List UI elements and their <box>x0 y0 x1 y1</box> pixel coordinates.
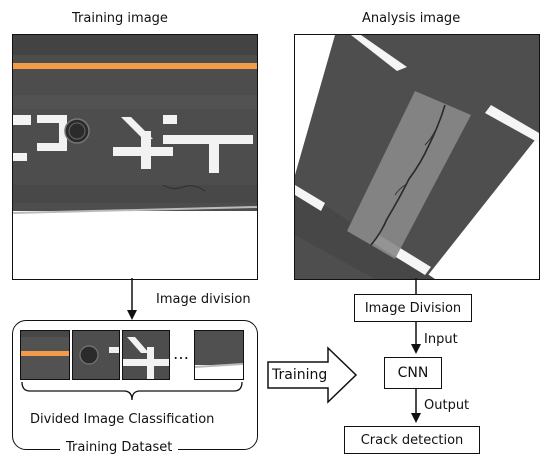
sealed-crack-band <box>347 91 471 259</box>
divided-image-classification-label: Divided Image Classification <box>30 412 215 427</box>
training-road-illustration <box>13 35 257 279</box>
crack-detection-box: Crack detection <box>344 426 480 454</box>
tiles-bracket <box>21 381 243 401</box>
crack-line <box>370 104 446 246</box>
image-division-step-label: Image division <box>156 292 251 307</box>
image-division-box: Image Division <box>354 294 472 322</box>
divided-tile-last <box>194 330 244 380</box>
road-marking-right <box>113 115 253 173</box>
road-edge <box>13 211 257 279</box>
training-image-photo <box>12 34 258 280</box>
output-arrow <box>411 389 421 423</box>
analysis-image-photo <box>294 34 540 280</box>
training-dataset-label: Training Dataset <box>60 441 179 454</box>
orange-lane-line <box>13 63 257 69</box>
training-image-title: Training image <box>72 11 168 26</box>
training-arrow-label: Training <box>272 367 328 383</box>
analysis-road-illustration <box>295 35 539 279</box>
edge-marking-top <box>351 35 407 71</box>
training-arrow <box>267 346 358 404</box>
analysis-to-division-connector <box>415 278 417 294</box>
image-division-arrow <box>127 278 137 320</box>
tile-ellipsis: … <box>173 344 189 363</box>
cnn-box: CNN <box>384 357 442 389</box>
road-marking-left <box>13 115 67 161</box>
training-marking-chars: ロ 卅 <box>18 114 20 115</box>
analysis-image-title: Analysis image <box>362 11 461 26</box>
output-label: Output <box>424 398 470 413</box>
input-label: Input <box>424 332 458 347</box>
divided-tile-3 <box>122 330 170 380</box>
divided-tile-2 <box>72 330 120 380</box>
divided-tile-1 <box>20 330 70 380</box>
input-arrow <box>411 322 421 354</box>
